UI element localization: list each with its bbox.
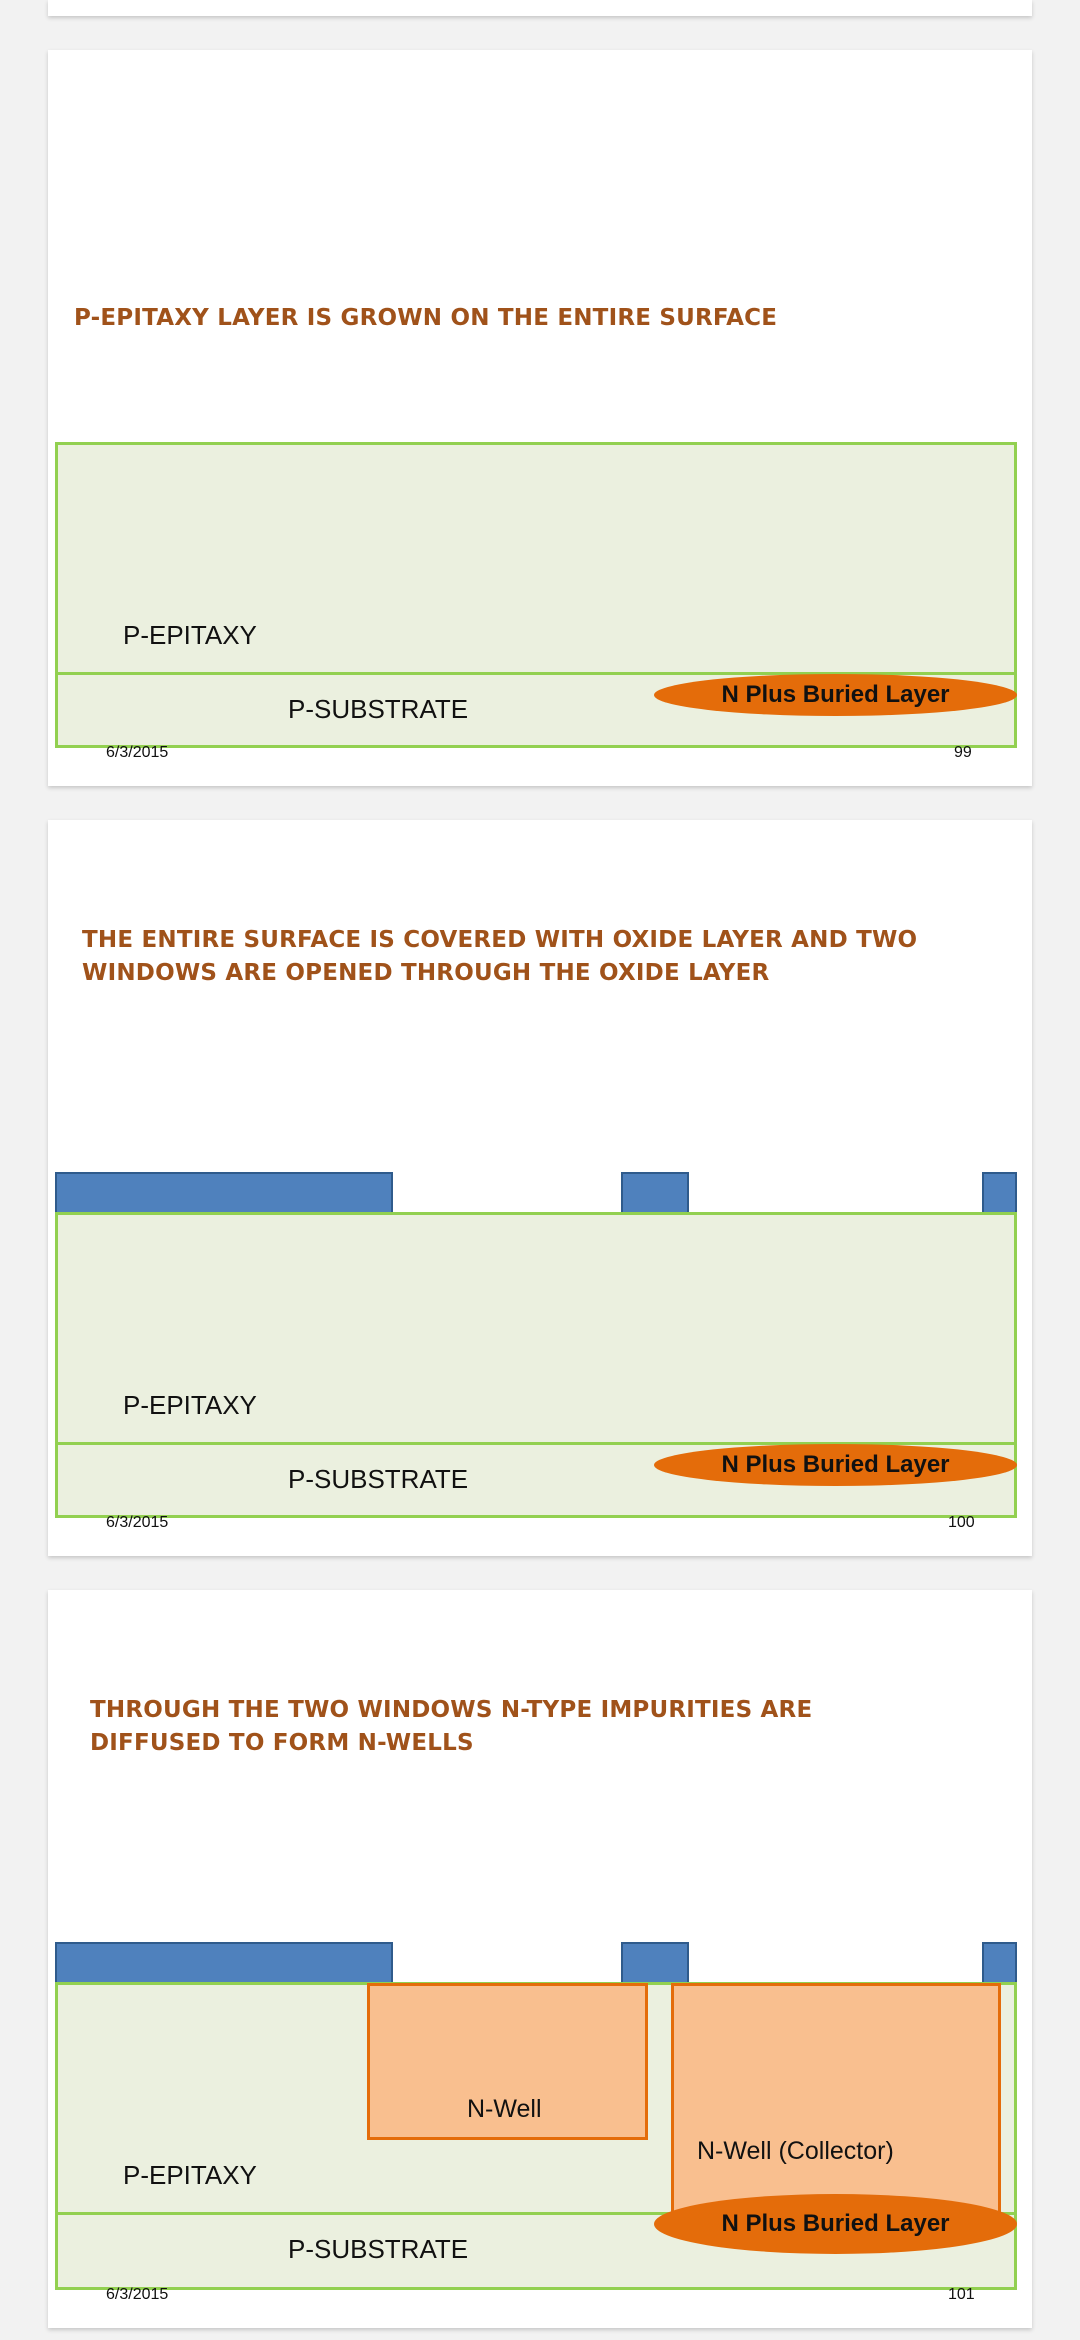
slide-date: 6/3/2015 [106, 1514, 169, 1531]
p-substrate-label: P-SUBSTRATE [288, 694, 469, 724]
p-substrate-label: P-SUBSTRATE [288, 1464, 469, 1494]
n-well [367, 1983, 648, 2140]
slide-101: THROUGH THE TWO WINDOWS N-TYPE IMPURITIE… [48, 1590, 1032, 2328]
buried-layer-label: N Plus Buried Layer [721, 681, 950, 708]
oxide-layer-middle [621, 1172, 689, 1214]
n-plus-buried-layer: N Plus Buried Layer [654, 674, 1017, 716]
slide-100: THE ENTIRE SURFACE IS COVERED WITH OXIDE… [48, 820, 1032, 1556]
slide-title: P-EPITAXY LAYER IS GROWN ON THE ENTIRE S… [74, 305, 778, 331]
slide-date: 6/3/2015 [106, 2286, 169, 2303]
p-substrate-label: P-SUBSTRATE [288, 2234, 469, 2264]
p-epitaxy-layer [55, 442, 1017, 675]
n-well-collector-label: N-Well (Collector) [697, 2137, 894, 2165]
n-well-label: N-Well [467, 2095, 542, 2123]
oxide-layer-right [982, 1172, 1017, 1214]
slide-title: THE ENTIRE SURFACE IS COVERED WITH OXIDE… [82, 927, 918, 986]
buried-layer-label: N Plus Buried Layer [721, 1451, 950, 1478]
oxide-layer-left [55, 1172, 393, 1214]
n-well-collector [671, 1983, 1001, 2215]
p-epitaxy-label: P-EPITAXY [123, 2160, 257, 2190]
n-plus-buried-layer: N Plus Buried Layer [654, 1444, 1017, 1486]
p-epitaxy-label: P-EPITAXY [123, 620, 257, 650]
slide-99: P-EPITAXY LAYER IS GROWN ON THE ENTIRE S… [48, 50, 1032, 786]
oxide-layer-middle [621, 1942, 689, 1984]
buried-layer-label: N Plus Buried Layer [721, 2210, 950, 2237]
slide-number: 99 [954, 744, 972, 761]
p-epitaxy-label: P-EPITAXY [123, 1390, 257, 1420]
oxide-layer-right [982, 1942, 1017, 1984]
slide-date: 6/3/2015 [106, 744, 169, 761]
slide-number: 100 [948, 1514, 975, 1531]
slide-number: 101 [948, 2286, 975, 2303]
n-plus-buried-layer: N Plus Buried Layer [654, 2194, 1017, 2254]
oxide-layer-left [55, 1942, 393, 1984]
slide-98-partial [48, 0, 1032, 16]
slide-title: THROUGH THE TWO WINDOWS N-TYPE IMPURITIE… [90, 1697, 813, 1756]
